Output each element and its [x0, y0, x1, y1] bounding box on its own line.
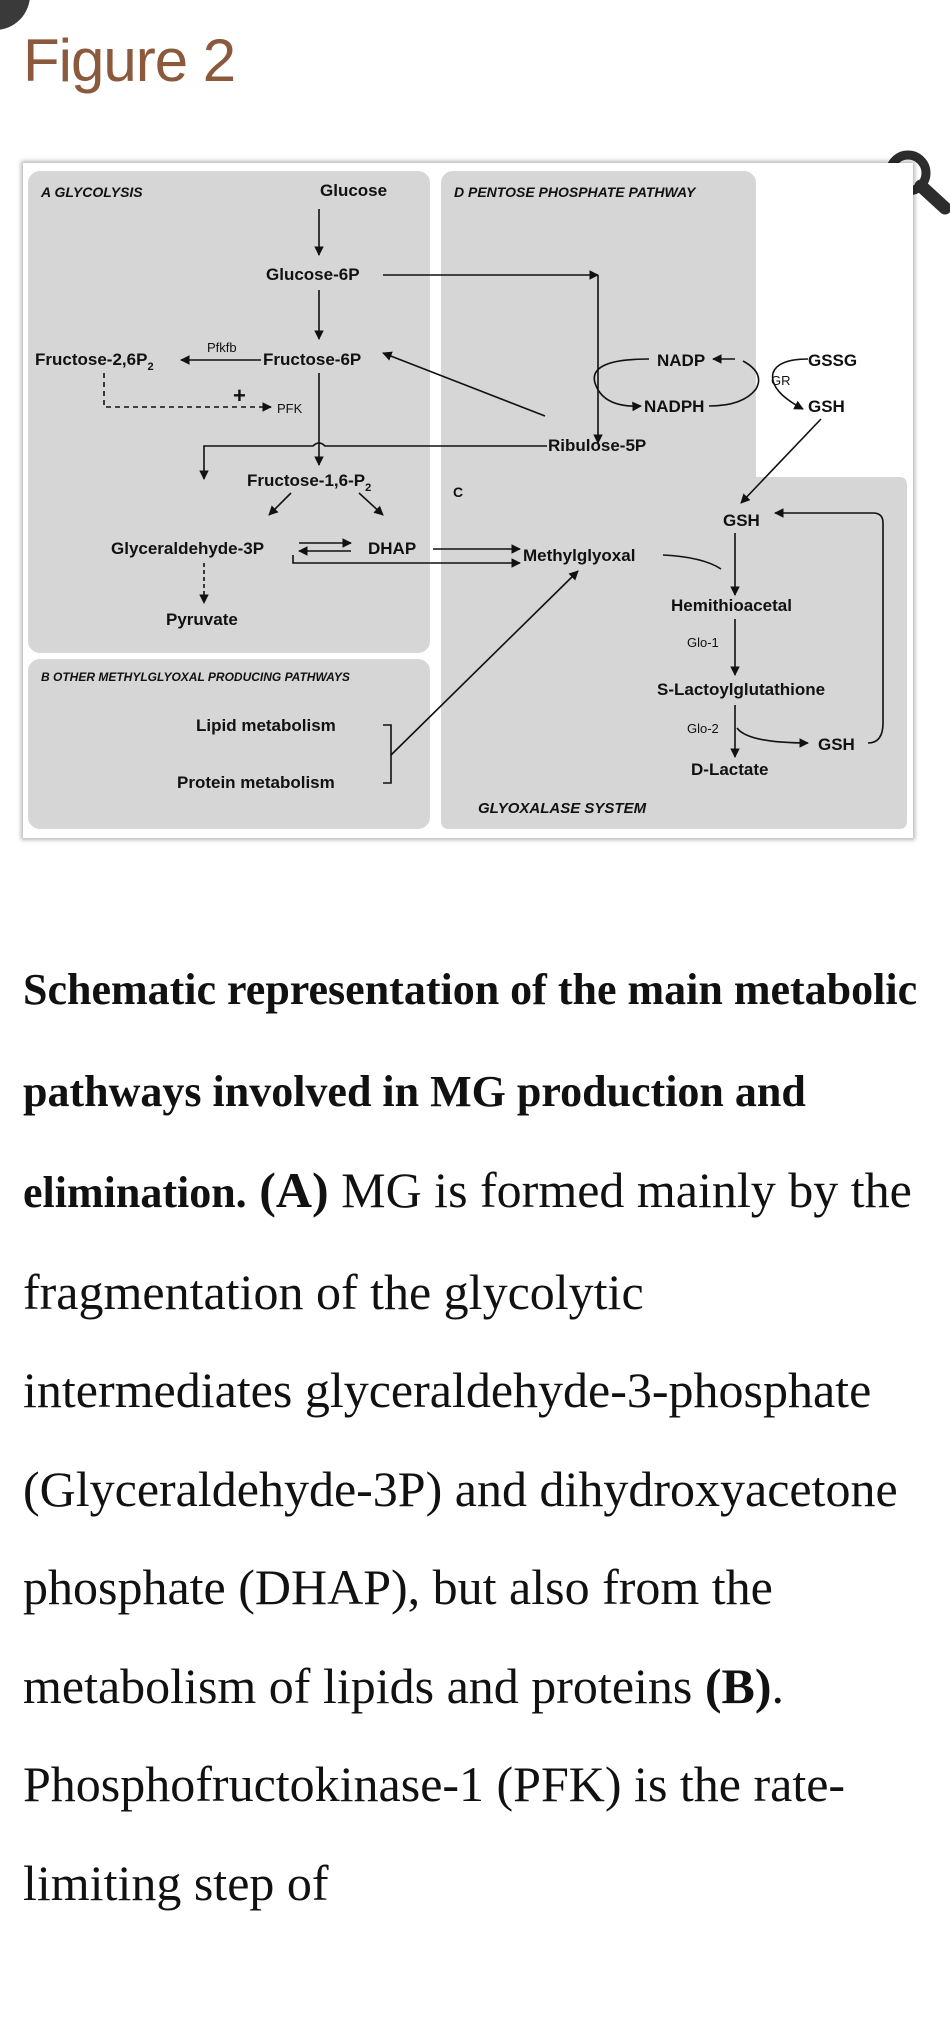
- glyoxalase-label: GLYOXALASE SYSTEM: [478, 800, 647, 817]
- node-nadp: NADP: [657, 351, 705, 370]
- caption-label-b: (B): [704, 1657, 772, 1714]
- figure-image[interactable]: A GLYCOLYSIS B OTHER METHYLGLYOXAL PRODU…: [23, 163, 913, 838]
- node-gsh-lower: GSH: [818, 735, 855, 754]
- gr-cycle: [771, 358, 809, 410]
- arrow-f16p2-to-g3p: [268, 492, 292, 516]
- label-gr: GR: [771, 373, 791, 388]
- arrow-gsh-to-center: [740, 418, 822, 504]
- panel-b-label: B OTHER METHYLGLYOXAL PRODUCING PATHWAYS: [41, 670, 350, 684]
- feedback-dashed: [103, 373, 272, 412]
- arrow-f16p2-to-dhap: [358, 492, 384, 516]
- gsh-recycle-loop: [774, 508, 884, 744]
- node-nadph: NADPH: [644, 397, 704, 416]
- figure-caption: Schematic representation of the main met…: [23, 938, 923, 1932]
- panel-b-box: [28, 659, 430, 829]
- node-fructose-6p: Fructose-6P: [263, 350, 361, 369]
- panel-c-box: [441, 477, 907, 829]
- cycle-right-nadph: [708, 360, 760, 407]
- panel-a-label: A GLYCOLYSIS: [40, 184, 143, 200]
- node-protein-metabolism: Protein metabolism: [177, 773, 335, 792]
- node-s-lactoylglutathione: S-Lactoylglutathione: [657, 680, 825, 699]
- label-glo-2: Glo-2: [687, 721, 719, 736]
- node-lipid-metabolism: Lipid metabolism: [196, 716, 336, 735]
- arrow-to-gsh-lower: [736, 727, 809, 748]
- node-gsh-center: GSH: [723, 511, 760, 530]
- node-dhap: DHAP: [368, 539, 416, 558]
- node-glyceraldehyde-3p: Glyceraldehyde-3P: [111, 539, 264, 558]
- arrow-pathways-to-mg: [390, 570, 579, 756]
- panel-c-label: C: [453, 484, 463, 500]
- panel-d-label: D PENTOSE PHOSPHATE PATHWAY: [454, 184, 697, 200]
- label-plus: +: [233, 383, 246, 408]
- node-ribulose-5p: Ribulose-5P: [548, 436, 646, 455]
- connector-g3p-to-mg: [292, 555, 521, 568]
- node-glucose: Glucose: [320, 181, 387, 200]
- node-glucose-6p: Glucose-6P: [266, 265, 360, 284]
- caption-text-1: MG is formed mainly by the fragmentation…: [23, 1162, 912, 1714]
- figure-title: Figure 2: [23, 27, 236, 94]
- caption-bold-lead: Schematic representation of the main met…: [23, 965, 918, 1217]
- panel-a-box: [28, 171, 430, 653]
- label-pfk: PFK: [277, 401, 303, 416]
- node-fructose-26p2: Fructose-2,6P2: [35, 350, 154, 373]
- connector-mg-to-gsh: [662, 554, 722, 570]
- node-d-lactate: D-Lactate: [691, 760, 768, 779]
- caption-text-2: . Phosphofructokinase-1 (PFK) is the rat…: [23, 1657, 846, 1911]
- arrow-ribulose-to-f6p: [382, 351, 546, 417]
- node-pyruvate: Pyruvate: [166, 610, 238, 629]
- node-hemithioacetal: Hemithioacetal: [671, 596, 792, 615]
- nadp-nadph-cycle: [593, 358, 650, 412]
- label-glo-1: Glo-1: [687, 635, 719, 650]
- node-methylglyoxal: Methylglyoxal: [523, 546, 635, 565]
- caption-label-a: (A): [259, 1162, 329, 1218]
- node-fructose-16p2: Fructose-1,6-P2: [247, 471, 371, 494]
- connector-ribulose-to-g3p: [199, 442, 547, 480]
- label-pfkfb: Pfkfb: [207, 340, 237, 355]
- node-gsh-right: GSH: [808, 397, 845, 416]
- node-gssg: GSSG: [808, 351, 857, 370]
